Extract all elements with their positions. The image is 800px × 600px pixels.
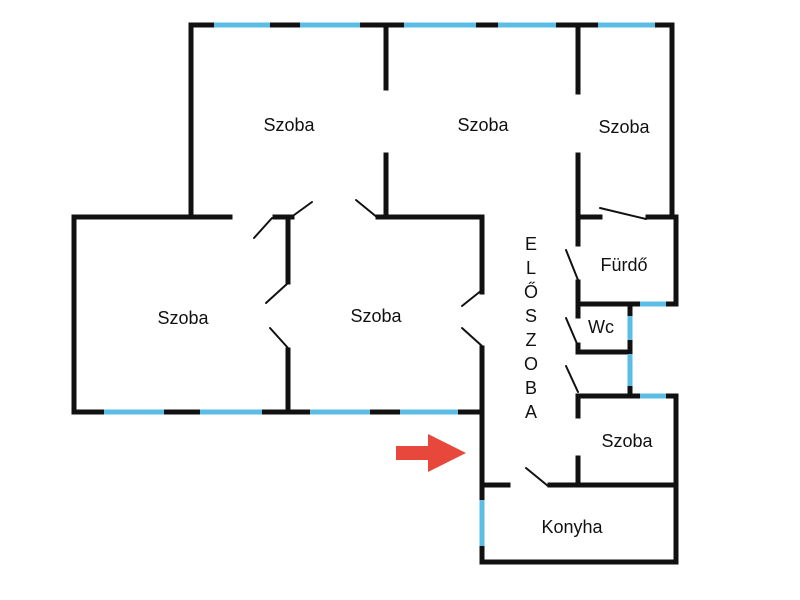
hallway-letter: E	[525, 234, 537, 254]
room-label-center: Szoba	[350, 306, 402, 326]
room-label-top-right: Szoba	[598, 117, 650, 137]
walls	[71, 22, 679, 565]
doors	[253, 199, 647, 487]
hallway-letter: A	[525, 402, 537, 422]
windows	[104, 22, 666, 546]
room-label-kitchen: Konyha	[541, 517, 603, 537]
room-label-bathroom: Fürdő	[600, 255, 647, 275]
entrance-arrow	[396, 434, 466, 472]
hallway-letter: B	[525, 378, 537, 398]
room-label-left: Szoba	[157, 308, 209, 328]
hallway-letter: O	[524, 354, 538, 374]
hallway-letter: S	[525, 306, 537, 326]
hallway-letter: Z	[526, 330, 537, 350]
hallway-letter: L	[526, 258, 536, 278]
room-label-toilet: Wc	[588, 317, 614, 337]
hallway-letter: Ő	[524, 281, 538, 302]
room-label-top-middle: Szoba	[457, 115, 509, 135]
room-label-top-left: Szoba	[263, 115, 315, 135]
room-label-bottom-right: Szoba	[601, 431, 653, 451]
